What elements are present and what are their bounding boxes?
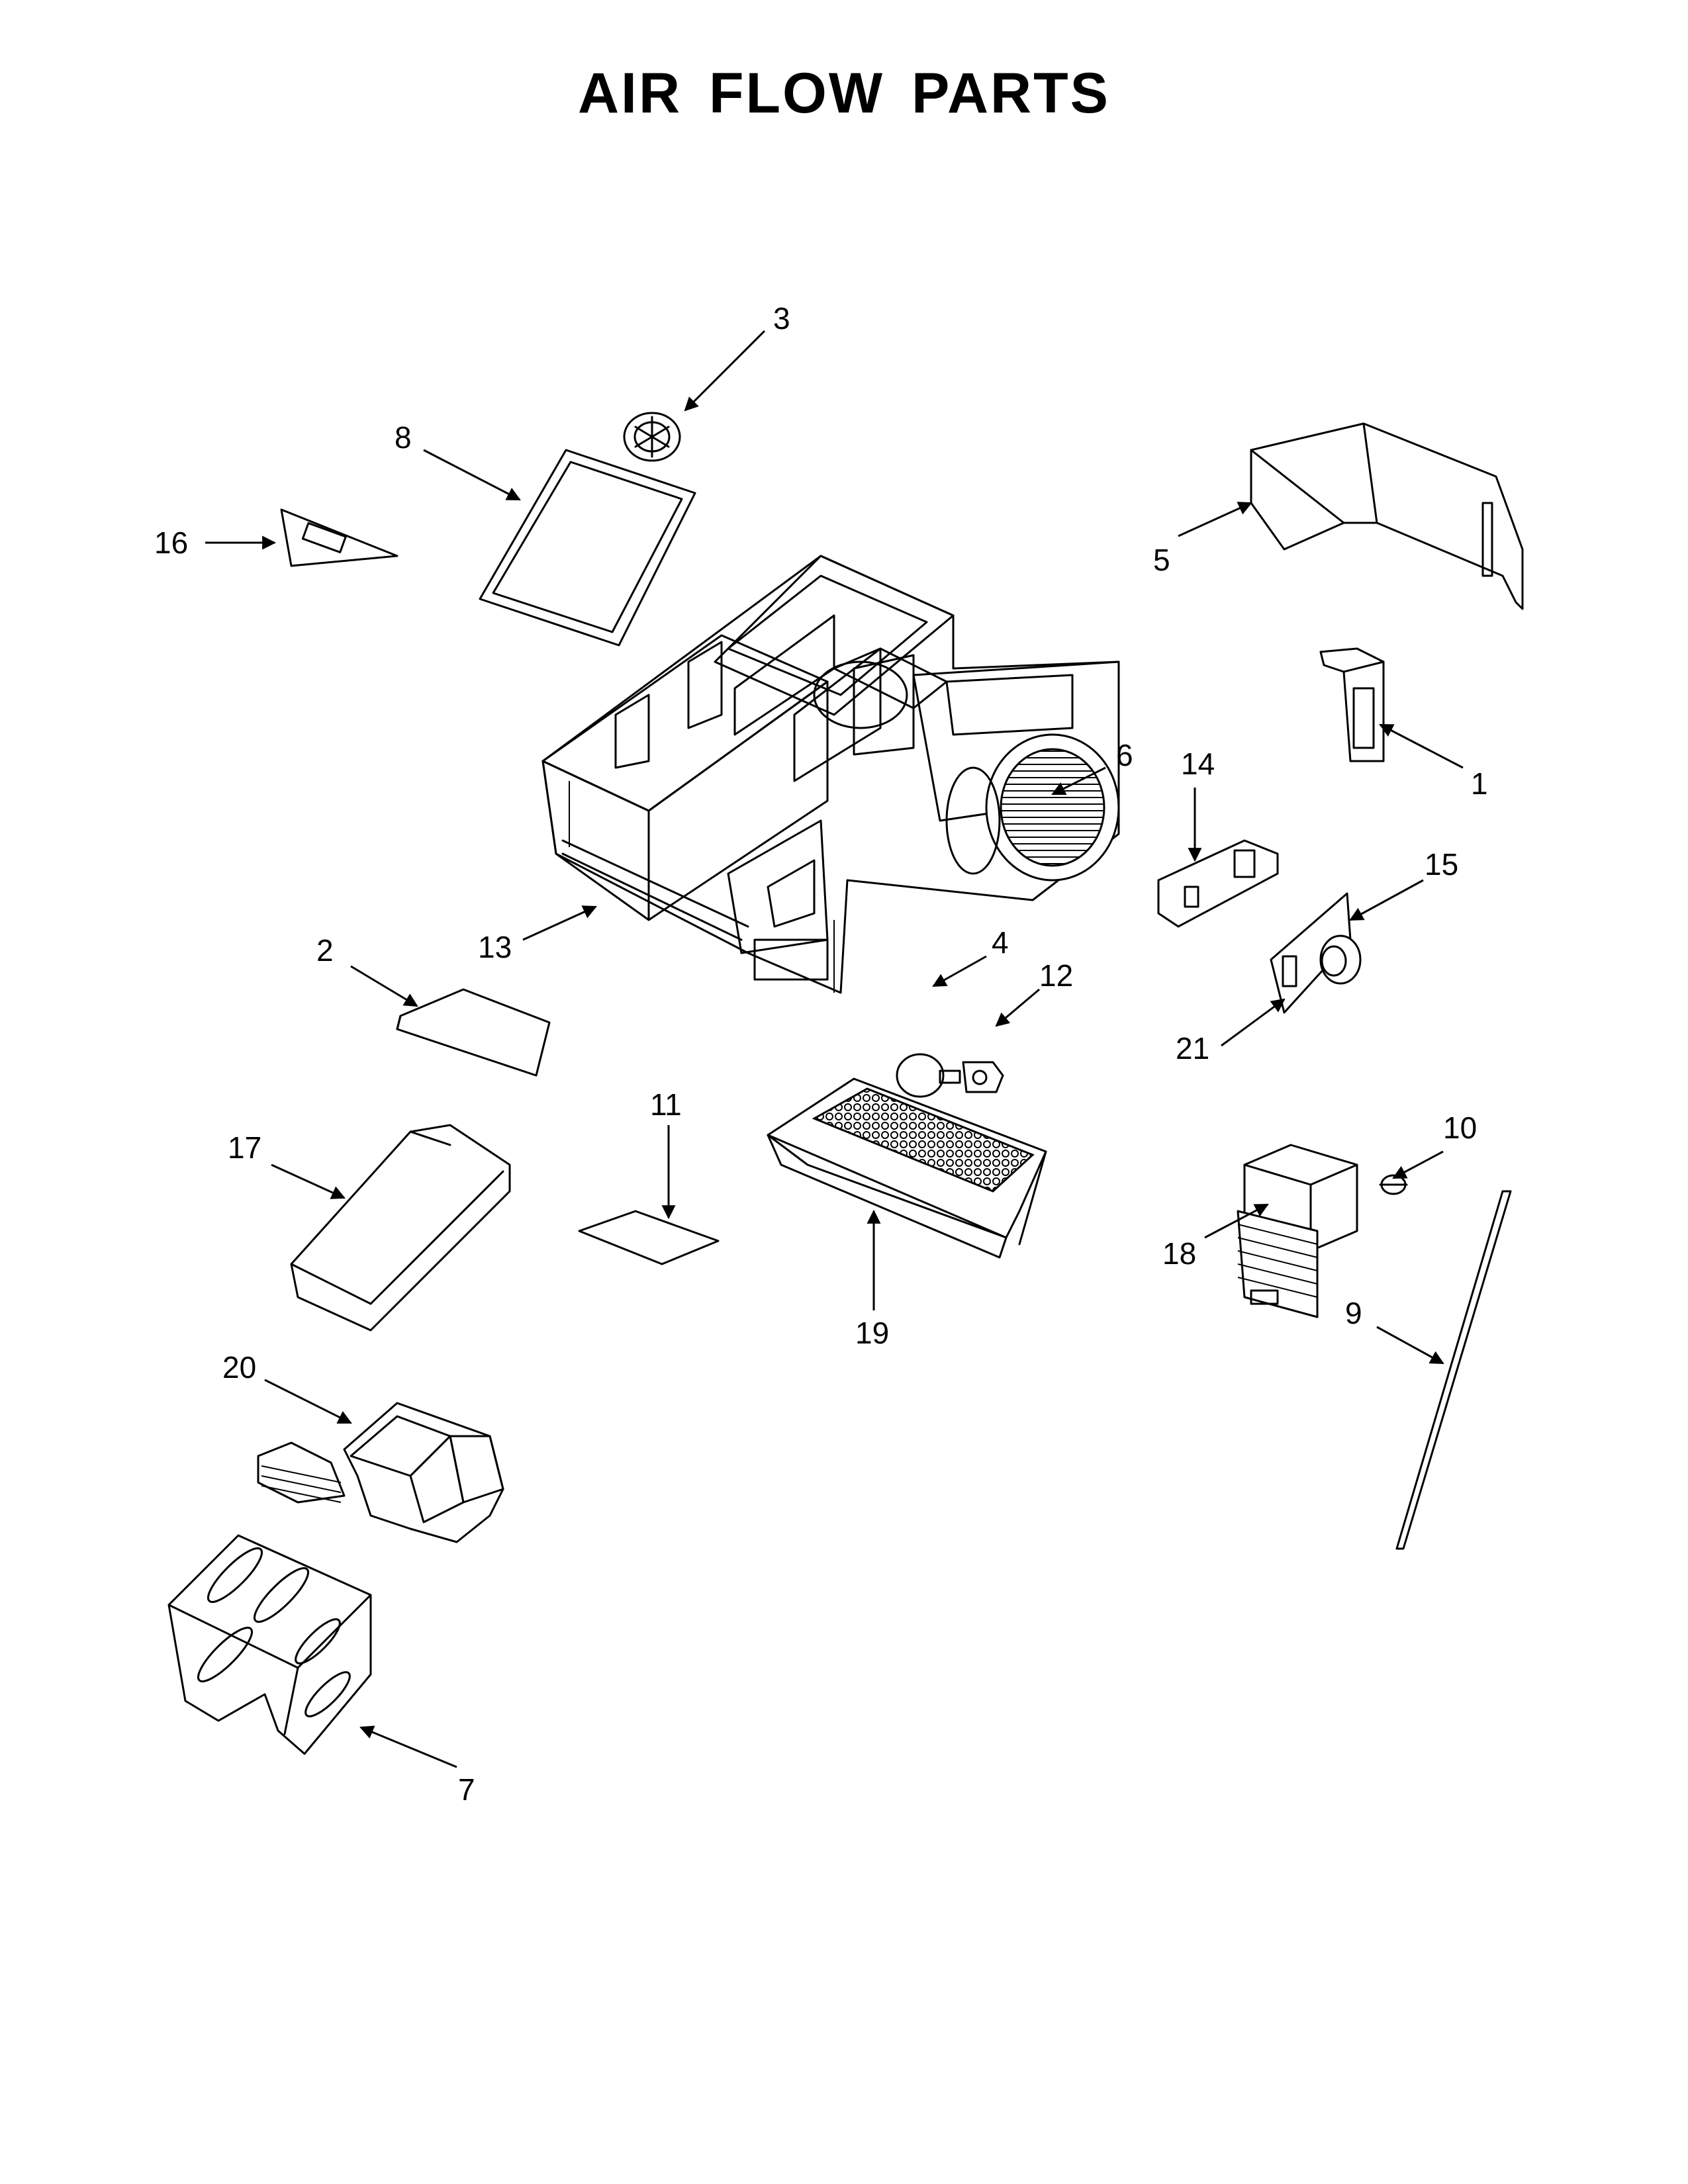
part-19-filter-tray: [767, 1077, 1047, 1259]
callout-6: 6: [1116, 738, 1133, 772]
part-20-blower-housing: [257, 1402, 504, 1543]
callout-labels: 3 8 16 5 6 14 1 15 13 2 4 12 21 11 17 10…: [154, 301, 1488, 1807]
part-21-thermostat: [1282, 934, 1362, 987]
part-8-filter: [479, 449, 696, 647]
callout-16: 16: [154, 525, 188, 560]
callout-14: 14: [1181, 747, 1215, 781]
callout-8: 8: [395, 420, 412, 455]
part-10-thermal-cutoff: [1379, 1174, 1408, 1195]
callout-12: 12: [1039, 958, 1073, 993]
callout-5: 5: [1153, 543, 1170, 577]
part-2-plate: [396, 988, 551, 1077]
part-11-sheet: [578, 1210, 720, 1265]
part-18-transformer: [1237, 1144, 1358, 1318]
part-16-label: [280, 508, 399, 567]
callout-1: 1: [1471, 766, 1488, 801]
part-3-fan: [623, 412, 681, 462]
callout-11: 11: [650, 1087, 682, 1122]
part-4-lamp: [896, 1053, 961, 1098]
callout-3: 3: [773, 301, 790, 336]
part-1-bracket: [1319, 647, 1385, 762]
callout-20: 20: [222, 1350, 256, 1385]
callout-9: 9: [1345, 1296, 1362, 1330]
callout-15: 15: [1425, 847, 1458, 882]
callout-7: 7: [458, 1772, 475, 1807]
part-13-housing: [541, 555, 1120, 994]
callout-17: 17: [228, 1130, 261, 1165]
callout-18: 18: [1162, 1236, 1196, 1271]
part-7-bracket: [167, 1534, 372, 1755]
page-title: AIR FLOW PARTS: [577, 62, 1111, 125]
callout-10: 10: [1443, 1111, 1477, 1145]
leader-lines: [205, 330, 1464, 1768]
callout-2: 2: [316, 933, 334, 968]
part-5-duct-cover: [1250, 422, 1524, 610]
part-17-vent-panel: [290, 1124, 511, 1332]
callout-19: 19: [855, 1316, 889, 1350]
callout-13: 13: [478, 930, 512, 964]
callout-4: 4: [992, 925, 1009, 960]
part-9-rod: [1395, 1190, 1512, 1550]
callout-21: 21: [1176, 1031, 1209, 1066]
part-12-lamp-socket: [962, 1061, 1004, 1093]
part-6-blower-wheel: [945, 733, 1120, 882]
part-14-board: [1157, 839, 1279, 928]
